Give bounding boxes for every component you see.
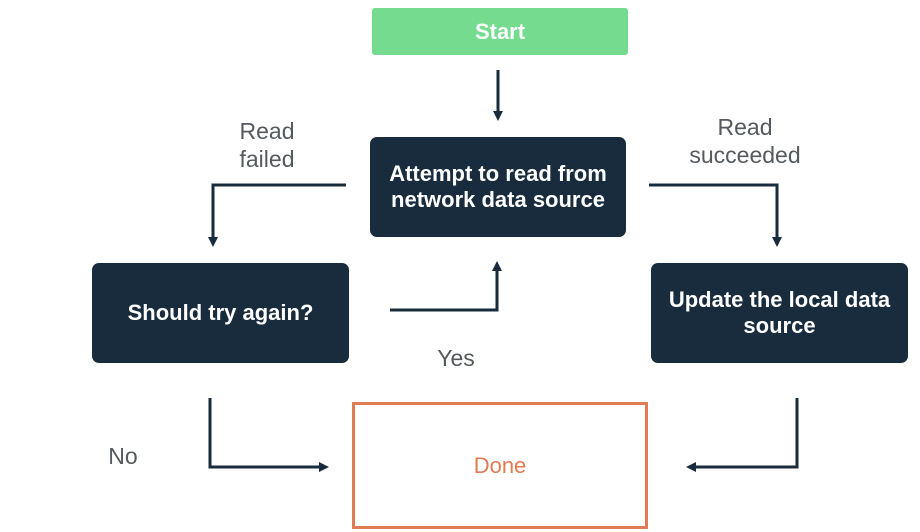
arrow-attempt-to-retry [208, 183, 346, 247]
should-retry-node: Should try again? [92, 263, 349, 363]
start-node-label: Start [474, 18, 526, 44]
update-local-node: Update the local data source [651, 263, 908, 363]
arrow-retry-to-attempt [390, 261, 502, 312]
done-node-label: Done [473, 452, 527, 478]
done-node: Done [352, 402, 648, 529]
edge-label-no: No [108, 443, 138, 469]
attempt-read-node: Attempt to read from network data source [370, 137, 626, 237]
should-retry-node-label: Should try again? [127, 300, 314, 326]
edge-label-read-succeeded: Read succeeded [689, 114, 801, 168]
attempt-read-node-label: Attempt to read from network data source [389, 161, 607, 212]
edge-label-yes: Yes [437, 345, 475, 371]
arrow-attempt-to-update [649, 183, 782, 247]
arrow-update-to-done [686, 398, 799, 472]
update-local-node-label: Update the local data source [668, 287, 891, 338]
start-node: Start [372, 8, 628, 55]
arrow-retry-to-done [208, 398, 329, 472]
edge-label-read-failed: Read failed [239, 118, 295, 172]
